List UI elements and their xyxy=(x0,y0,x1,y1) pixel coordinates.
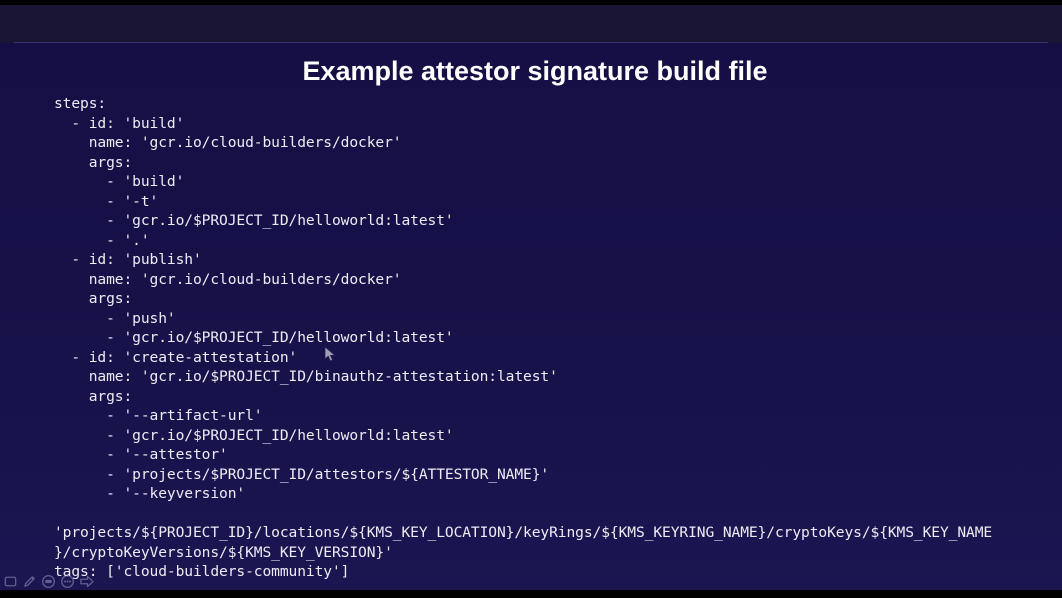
slide-title-text: Example attestor signature build file xyxy=(302,56,768,86)
letterbox-bottom xyxy=(0,590,1062,598)
code-line: - '-t' xyxy=(54,192,159,210)
code-line: - 'projects/$PROJECT_ID/attestors/${ATTE… xyxy=(54,465,550,483)
code-line: - 'gcr.io/$PROJECT_ID/helloworld:latest' xyxy=(54,426,454,444)
code-line: - '--artifact-url' xyxy=(54,407,263,424)
code-line: tags: ['cloud-builders-community'] xyxy=(54,563,350,580)
code-line: - id: 'publish' xyxy=(54,251,202,268)
code-line xyxy=(54,504,1044,524)
code-line: args: xyxy=(54,387,133,405)
code-line: name: 'gcr.io/cloud-builders/docker' xyxy=(54,134,402,151)
code-line: 'projects/${PROJECT_ID}/locations/${KMS_… xyxy=(54,524,993,541)
pen-tool-icon[interactable] xyxy=(21,573,38,590)
yaml-code-block: steps: - id: 'build' name: 'gcr.io/cloud… xyxy=(54,94,1044,582)
slide-background xyxy=(0,43,1062,590)
presentation-toolbar[interactable] xyxy=(2,572,95,590)
code-line: - 'build' xyxy=(54,173,185,190)
code-line: - 'gcr.io/$PROJECT_ID/helloworld:latest' xyxy=(54,212,454,229)
code-line: - 'push' xyxy=(54,309,176,327)
laser-pointer-icon[interactable] xyxy=(40,573,57,590)
code-line: name: 'gcr.io/cloud-builders/docker' xyxy=(54,270,402,288)
slide-header-band xyxy=(0,5,1062,43)
code-line: }/cryptoKeyVersions/${KMS_KEY_VERSION}' xyxy=(54,543,393,561)
code-line: - '--keyversion' xyxy=(54,485,246,502)
letterbox-top xyxy=(0,0,1062,5)
next-slide-arrow-icon[interactable] xyxy=(78,573,95,590)
slide-title: Example attestor signature build file xyxy=(0,56,1062,87)
code-line: name: 'gcr.io/$PROJECT_ID/binauthz-attes… xyxy=(54,368,558,385)
code-line: - id: 'create-attestation' xyxy=(54,348,298,366)
code-line: - '.' xyxy=(54,231,150,249)
code-line: steps: xyxy=(54,95,107,112)
code-line: - '--attestor' xyxy=(54,446,228,463)
mouse-pointer-cursor xyxy=(324,346,336,362)
header-divider xyxy=(14,42,1048,43)
code-line: - 'gcr.io/$PROJECT_ID/helloworld:latest' xyxy=(54,329,454,346)
code-line: - id: 'build' xyxy=(54,114,185,132)
code-line: args: xyxy=(54,153,133,171)
more-options-icon[interactable] xyxy=(59,573,76,590)
select-tool-icon[interactable] xyxy=(2,573,19,590)
code-line: args: xyxy=(54,290,133,307)
